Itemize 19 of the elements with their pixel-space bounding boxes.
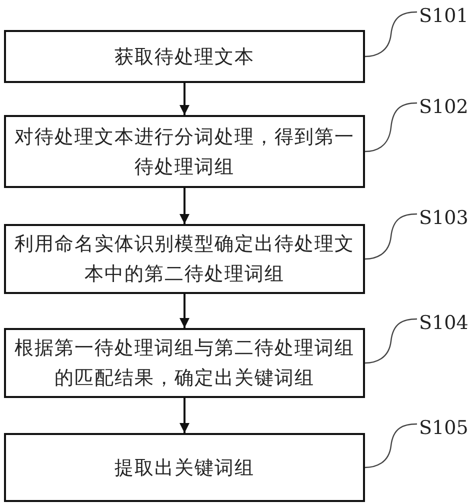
arrow	[180, 83, 190, 115]
step-label: S103	[419, 208, 468, 228]
leader-line	[364, 213, 418, 260]
process-box: 获取待处理文本	[4, 30, 365, 83]
leader-line	[364, 11, 418, 58]
arrow	[180, 398, 190, 433]
step-label: S105	[419, 418, 468, 438]
leader-line	[364, 102, 418, 152]
arrow	[180, 188, 190, 224]
process-box: 利用命名实体识别模型确定出待处理文本中的第二待处理词组	[4, 224, 365, 294]
process-box: 提取出关键词组	[4, 433, 365, 502]
process-box: 根据第一待处理词组与第二待处理词组的匹配结果，确定出关键词组	[4, 328, 365, 398]
step-label: S101	[419, 6, 468, 26]
process-box: 对待处理文本进行分词处理，得到第一待处理词组	[4, 115, 365, 188]
leader-line	[364, 318, 418, 364]
leader-line	[364, 423, 418, 468]
arrow	[180, 294, 190, 328]
step-label: S104	[419, 313, 468, 333]
step-label: S102	[419, 97, 468, 117]
